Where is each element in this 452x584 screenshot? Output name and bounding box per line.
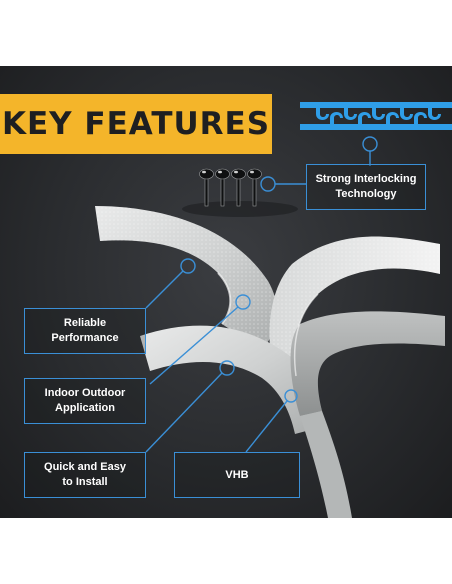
feature-label-text: Indoor Outdoor Application: [44, 387, 126, 414]
feature-label-text: Strong Interlocking Technology: [315, 173, 417, 200]
feature-graphic: KEY FEATURES Strong Interlocking Technol…: [0, 66, 452, 518]
feature-label-text: Reliable Performance: [51, 317, 119, 344]
feature-label-quick-easy: Quick and Easy to Install: [24, 452, 146, 498]
mushroom-head-fasteners-icon: [182, 168, 298, 217]
feature-label-text: VHB: [225, 468, 249, 481]
feature-label-strong-interlocking: Strong Interlocking Technology: [306, 164, 426, 210]
tape-illustration: [95, 206, 445, 518]
feature-label-indoor-outdoor: Indoor Outdoor Application: [24, 378, 146, 424]
title-banner: KEY FEATURES: [0, 94, 272, 154]
interlocking-hooks-icon: [300, 102, 452, 130]
feature-label-reliable-performance: Reliable Performance: [24, 308, 146, 354]
feature-label-text: Quick and Easy to Install: [44, 461, 126, 488]
callout-connectors: [145, 136, 378, 453]
feature-label-vhb: VHB: [174, 452, 300, 498]
page-title: KEY FEATURES: [1, 106, 271, 142]
